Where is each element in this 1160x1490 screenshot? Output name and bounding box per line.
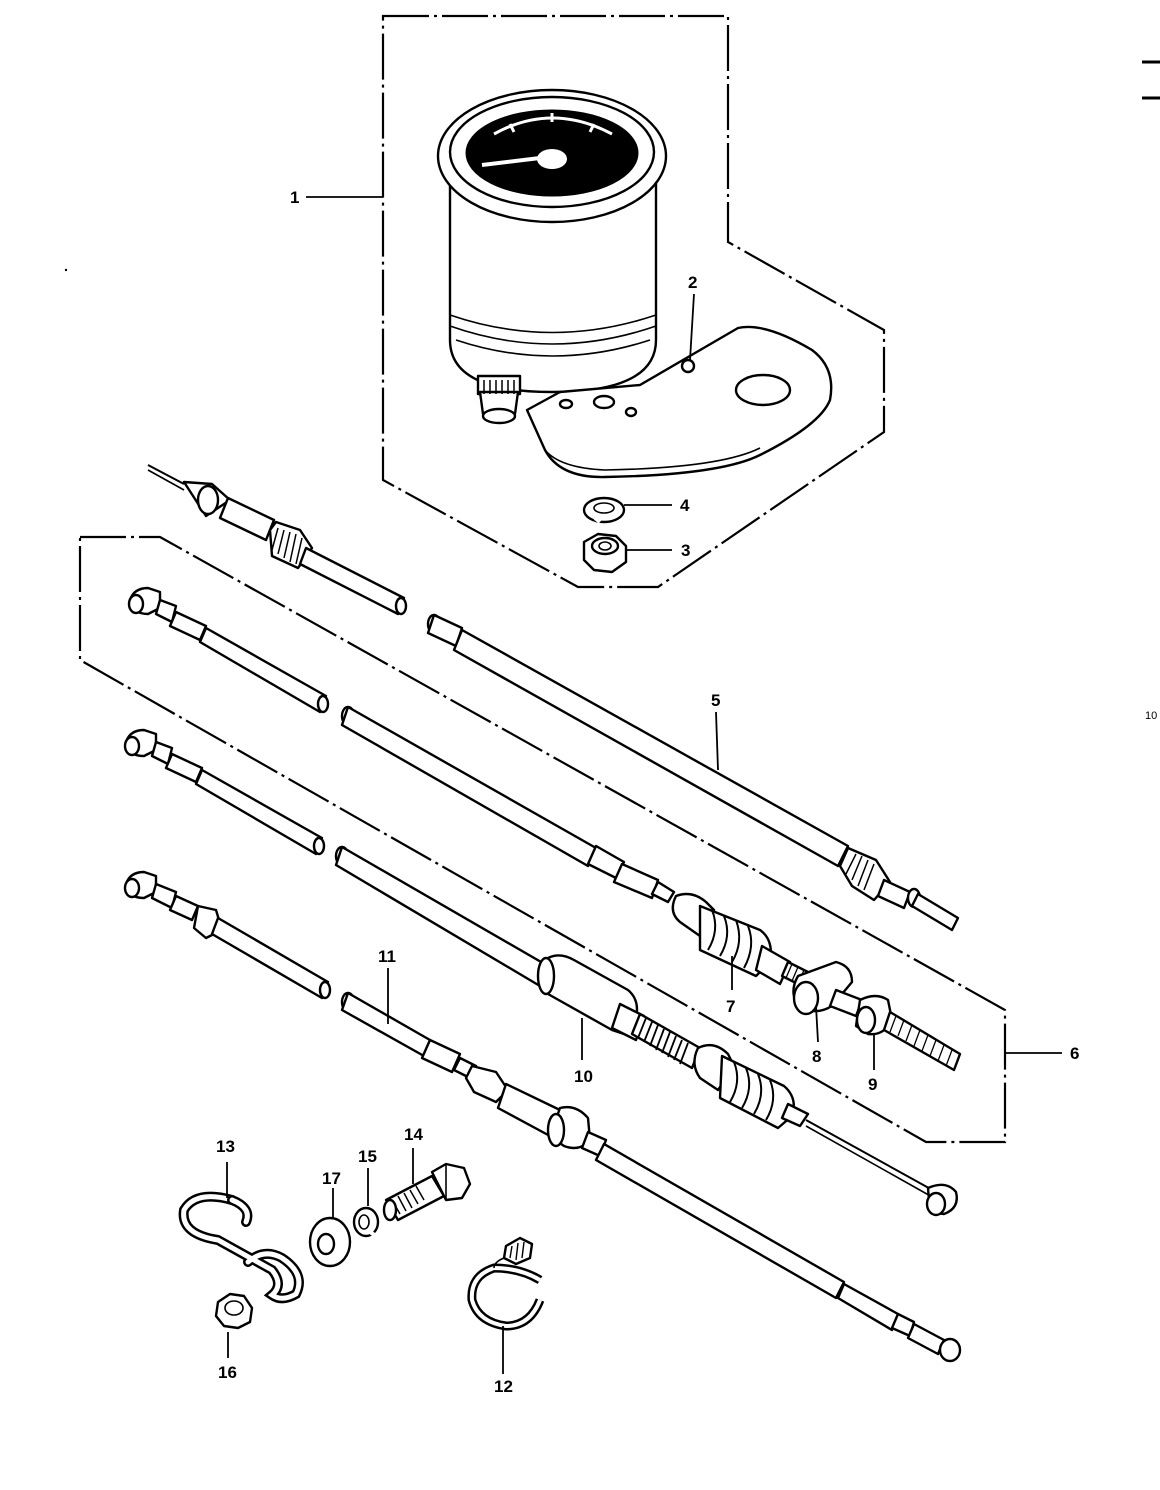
meter-bracket <box>525 325 833 479</box>
throttle-cable-b <box>123 728 958 1217</box>
speck <box>64 268 68 272</box>
small-hex-nut <box>214 1292 254 1330</box>
callout-9: 9 <box>868 1075 877 1094</box>
lock-washer <box>352 1206 380 1238</box>
page-number: 10 <box>1145 710 1157 722</box>
callout-6: 6 <box>1070 1044 1079 1063</box>
meter-assembly-boundary <box>381 14 886 589</box>
tachometer-cable-upper <box>147 464 408 616</box>
callout-7: 7 <box>726 997 735 1016</box>
callout-17: 17 <box>322 1169 341 1188</box>
throttle-cable-a <box>127 586 962 1072</box>
tachometer-cable-lower <box>426 613 960 932</box>
callout-16: 16 <box>218 1363 237 1382</box>
hex-nut <box>582 532 628 574</box>
cable-assembly-boundary <box>78 535 1007 1144</box>
callout-labels: 1 2 4 3 5 6 7 8 9 10 11 13 17 15 14 16 1… <box>216 188 1079 1396</box>
callout-4: 4 <box>680 496 690 515</box>
clutch-cable <box>123 870 962 1363</box>
margin-marks <box>1142 60 1160 100</box>
callout-13: 13 <box>216 1137 235 1156</box>
hex-bolt <box>382 1162 472 1222</box>
callout-8: 8 <box>812 1047 821 1066</box>
meter-gauge <box>436 88 668 425</box>
callout-15: 15 <box>358 1147 377 1166</box>
callout-11: 11 <box>378 947 396 966</box>
callout-3: 3 <box>681 541 690 560</box>
plain-washer <box>308 1216 352 1268</box>
spring-washer <box>582 496 626 524</box>
cable-band <box>467 1236 545 1331</box>
callout-10: 10 <box>574 1067 593 1086</box>
callout-1: 1 <box>290 188 299 207</box>
cable-retainer-clip <box>178 1191 304 1304</box>
callout-12: 12 <box>494 1377 513 1396</box>
callout-14: 14 <box>404 1125 423 1144</box>
callout-5: 5 <box>711 691 720 710</box>
leader-lines <box>226 196 1062 1374</box>
callout-2: 2 <box>688 273 697 292</box>
